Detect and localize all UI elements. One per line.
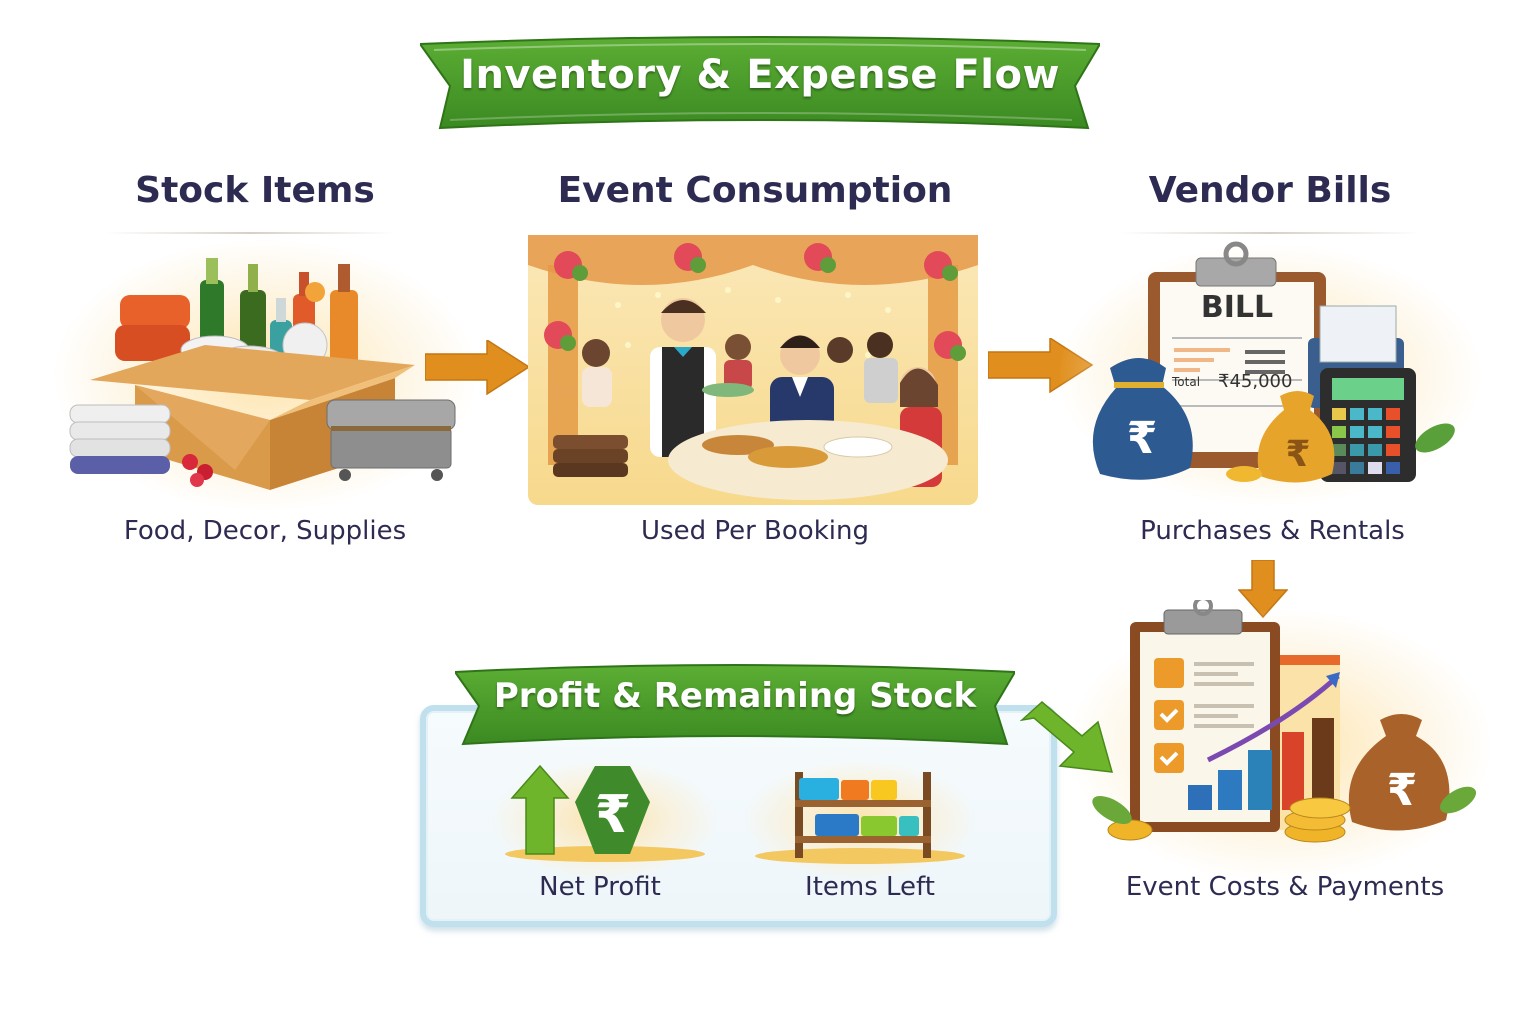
summary-item-net-profit: Net Profit <box>539 872 661 902</box>
banquet-dining-icon <box>528 235 978 509</box>
rupee-profit-icon: ₹ <box>500 762 710 866</box>
stage-caption-stock-items: Food, Decor, Supplies <box>123 516 407 546</box>
ribbon-shape <box>455 664 1015 746</box>
stage-caption-vendor-bills: Purchases & Rentals <box>1140 516 1405 546</box>
flow-arrow-down-icon <box>1237 559 1289 622</box>
flow-arrow-green-icon <box>1019 700 1120 779</box>
stage-heading-stock-items: Stock Items <box>135 170 375 211</box>
divider <box>1120 232 1420 234</box>
page-title: Inventory & Expense Flow <box>460 52 1060 98</box>
summary-title: Profit & Remaining Stock <box>493 676 977 716</box>
stage-caption-event-consumption: Used Per Booking <box>641 516 869 546</box>
stage-heading-event-consumption: Event Consumption <box>557 170 953 211</box>
ribbon-shape <box>420 36 1100 130</box>
rupee-symbol: ₹ <box>595 785 631 845</box>
svg-text:₹: ₹ <box>1127 413 1158 464</box>
stage-heading-vendor-bills: Vendor Bills <box>1148 170 1392 211</box>
summary-item-items-left: Items Left <box>805 872 935 902</box>
stage-caption-event-costs: Event Costs & Payments <box>1125 872 1445 902</box>
flow-arrow-right-icon <box>424 338 531 399</box>
summary-banner: Profit & Remaining Stock <box>455 662 1015 752</box>
bill-label: BILL <box>1200 290 1274 325</box>
bill-total-label: Total <box>1172 375 1201 389</box>
bill-clipboard-icon: ₹ ₹ BILL Total ₹45,000 <box>1080 238 1480 500</box>
svg-text:₹: ₹ <box>1387 765 1418 816</box>
bill-amount: ₹45,000 <box>1218 371 1293 392</box>
stock-shelf-icon <box>755 768 965 868</box>
svg-text:₹: ₹ <box>1285 434 1310 475</box>
title-banner: Inventory & Expense Flow <box>420 36 1100 136</box>
cost-report-icon: ₹ <box>1090 596 1480 854</box>
stock-box-icon <box>65 250 465 504</box>
divider <box>105 232 395 234</box>
